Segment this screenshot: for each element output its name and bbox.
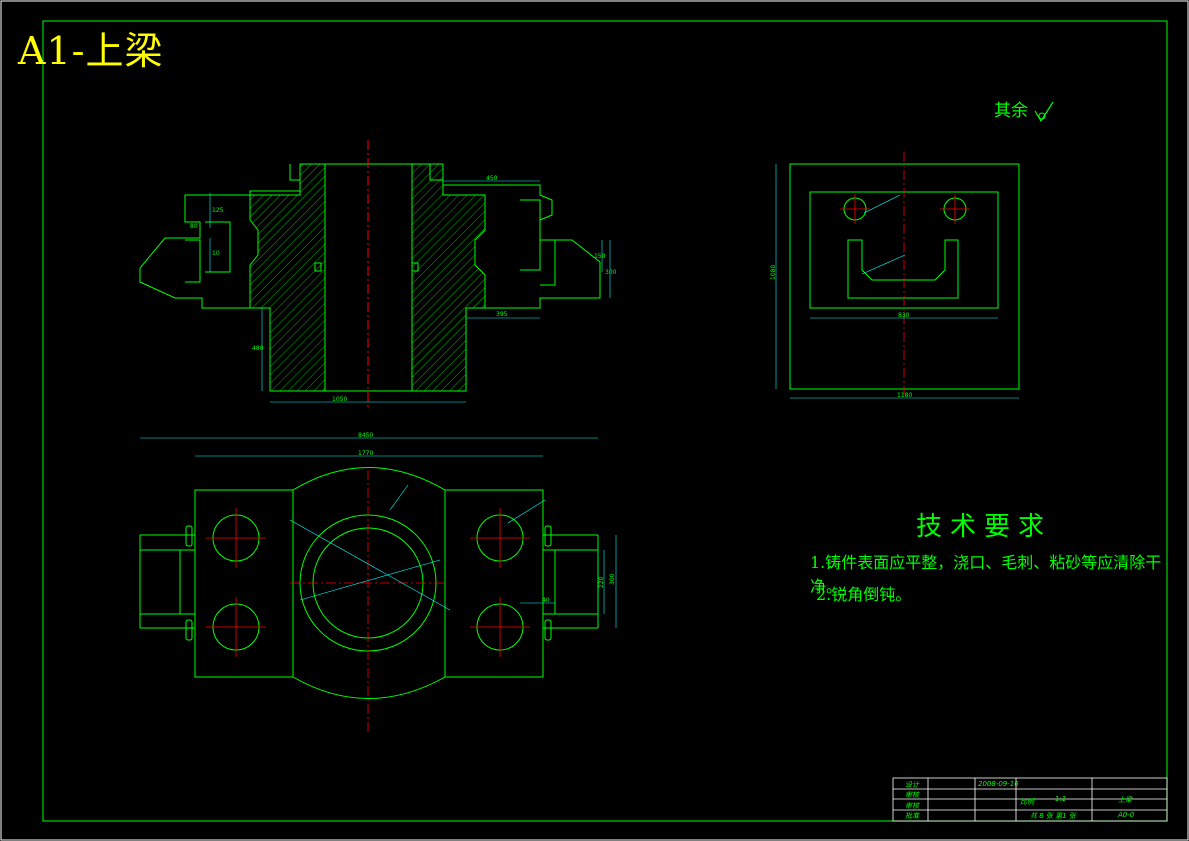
front-section-view: [139, 163, 601, 392]
dim-top-300: 300: [609, 573, 616, 585]
title-block: [892, 777, 1168, 822]
tb-review-label: 审核: [905, 791, 919, 799]
surface-finish-check-icon: [1034, 101, 1054, 122]
tb-check-label: 审核: [905, 802, 919, 810]
top-centerlines: [206, 470, 530, 732]
roughness-label: 其余: [994, 101, 1028, 121]
dim-10: 10: [212, 250, 220, 257]
side-view: [789, 163, 1020, 390]
tb-part-name: 上梁: [1118, 796, 1132, 804]
dim-125: 125: [212, 207, 224, 214]
drawing-title: A1-上梁: [18, 29, 164, 73]
dim-450: 450: [486, 175, 498, 182]
tb-sheet-info: 共 8 张 第1 张: [1030, 812, 1076, 820]
technical-requirement-1: 1.铸件表面应平整，浇口、毛刺、粘砂等应清除干净。: [810, 553, 1162, 596]
tb-drawing-no: A0-0: [1118, 811, 1135, 819]
top-dimensions: [140, 437, 617, 628]
technical-requirements-heading: 技术要求: [916, 512, 1053, 542]
dim-150: 150: [594, 253, 606, 260]
dim-40: 40: [542, 597, 550, 604]
dim-1080: 1080: [770, 265, 777, 280]
front-dimensions: [209, 180, 611, 403]
tb-design-label: 设计: [905, 781, 919, 789]
dim-1050: 1050: [332, 396, 347, 403]
dim-395: 395: [496, 311, 508, 318]
dim-830: 830: [898, 312, 910, 319]
tb-approve-label: 批准: [905, 812, 919, 820]
tb-scale-value: 1:1: [1055, 795, 1067, 803]
hatch-left: [249, 163, 326, 392]
dim-80: 80: [190, 223, 198, 230]
dim-220: 220: [598, 576, 605, 588]
inner-frame: [42, 20, 1168, 822]
tb-date: 2008-09-16: [978, 780, 1019, 788]
dim-1770: 1770: [358, 450, 373, 457]
hatch-right: [411, 163, 486, 392]
dim-480: 480: [252, 345, 264, 352]
tb-scale-label: 比例: [1020, 798, 1034, 806]
side-centerlines: [840, 152, 970, 395]
technical-requirement-2: 2.锐角倒钝。: [816, 585, 912, 604]
dim-8450: 8450: [358, 432, 373, 439]
roughness-note: 其余: [994, 96, 1055, 123]
dim-1180: 1180: [897, 392, 912, 399]
dim-300: 300: [605, 269, 617, 276]
side-dimensions: [775, 164, 1019, 399]
